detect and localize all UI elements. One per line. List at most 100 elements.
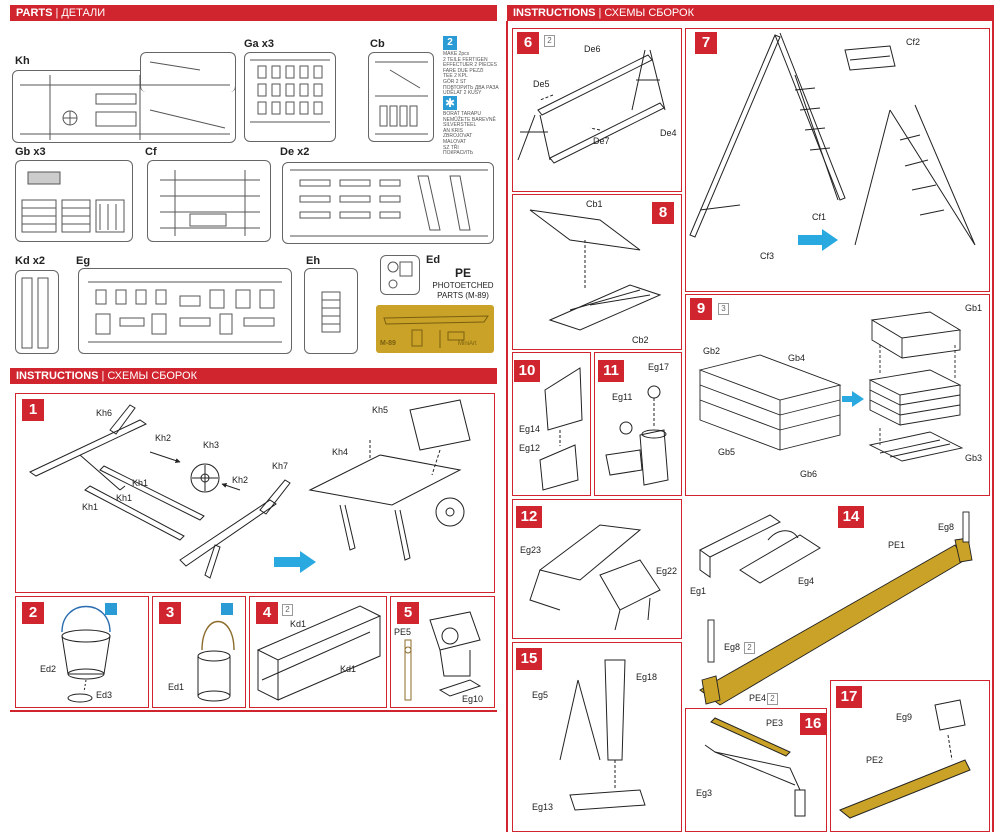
step-15-drawing — [559, 659, 646, 811]
step-9-drawing — [698, 311, 964, 462]
step-6-make-badge: 2 — [544, 35, 555, 47]
label-cf3: Cf3 — [760, 251, 775, 261]
sprue-cf-parts — [160, 170, 260, 236]
label-de6: De6 — [584, 44, 601, 54]
label-cb2: Cb2 — [632, 335, 649, 345]
step-3-number: 3 — [159, 602, 181, 624]
label-ed3: Ed3 — [96, 690, 113, 700]
label-eg14: Eg14 — [519, 424, 541, 434]
instructions-right-ru: СХЕМЫ СБОРОК — [604, 7, 694, 19]
label-gb2: Gb2 — [703, 346, 721, 356]
pe-fret-parts — [383, 315, 489, 348]
parts-header-en: PARTS — [16, 7, 53, 19]
label-kd1-b: Kd1 — [340, 664, 357, 674]
sprue-label-cb: Cb — [370, 38, 385, 50]
step-12-drawing — [529, 524, 661, 631]
step-11-drawing — [605, 385, 669, 486]
sprue-label-de: De x2 — [280, 146, 310, 158]
step-7-arrow — [798, 229, 838, 251]
instructions-left-en: INSTRUCTIONS — [16, 370, 99, 382]
label-pe5: PE5 — [394, 627, 412, 637]
step-8-drawing — [529, 209, 662, 331]
label-eg10: Eg10 — [462, 694, 484, 704]
step-5-number: 5 — [397, 602, 419, 624]
step-10-number: 10 — [514, 360, 540, 382]
parts-header-ru: ДЕТАЛИ — [61, 7, 106, 19]
sprue-kh-parts — [20, 61, 230, 140]
label-gb3: Gb3 — [965, 453, 983, 463]
label-eg1: Eg1 — [690, 586, 707, 596]
step-6-drawing — [517, 49, 666, 164]
step-2-panel — [15, 596, 149, 708]
sprue-eg-parts — [88, 281, 282, 343]
instructions-right-header: INSTRUCTIONS|СХЕМЫ СБОРОК — [507, 5, 994, 21]
step-6-number: 6 — [517, 32, 539, 54]
label-kh7: Kh7 — [272, 461, 289, 471]
label-eg8-b: Eg8 — [724, 642, 741, 652]
sprue-label-eh: Eh — [306, 255, 321, 267]
step-4-number: 4 — [256, 602, 278, 624]
right-column-border — [506, 21, 508, 832]
pe-sub1: PHOTOETCHED — [432, 281, 494, 290]
step-2-drawing — [61, 606, 111, 703]
step-14-number: 14 — [838, 506, 864, 528]
label-eg4: Eg4 — [798, 576, 815, 586]
step-17-number: 17 — [836, 686, 862, 708]
step-16-number: 16 — [800, 713, 826, 735]
sprue-label-ed: Ed — [426, 254, 441, 266]
pe-fret — [376, 305, 494, 353]
step-17-drawing — [839, 699, 971, 819]
step-1-drawing — [28, 399, 471, 579]
label-eg18: Eg18 — [636, 672, 658, 682]
sprue-gb-parts — [21, 171, 125, 233]
step-15-panel — [512, 642, 682, 832]
sprue-cb-parts — [375, 61, 428, 135]
make-two-icon: 2 — [443, 36, 457, 50]
label-gb5: Gb5 — [718, 447, 736, 457]
label-eg5: Eg5 — [532, 690, 549, 700]
label-pe3: PE3 — [766, 718, 784, 728]
step-9-number: 9 — [690, 298, 712, 320]
label-eg22: Eg22 — [656, 566, 678, 576]
step-2-number: 2 — [22, 602, 44, 624]
step-8-number: 8 — [652, 202, 674, 224]
pe-fret-code: M-89 — [380, 340, 396, 347]
label-kh1-a: Kh1 — [132, 478, 149, 488]
step-15-number: 15 — [516, 648, 542, 670]
step-10-drawing — [539, 367, 583, 491]
step-12-number: 12 — [516, 506, 542, 528]
label-cf1: Cf1 — [812, 212, 827, 222]
label-pe2: PE2 — [866, 755, 884, 765]
step-4-make-badge: 2 — [282, 604, 293, 616]
pe-fret-brand: MiniArt — [458, 341, 477, 347]
pe-sub2: PARTS (M-89) — [437, 291, 489, 300]
sprue-eh — [304, 268, 358, 354]
step-2-paint-icon — [105, 603, 117, 615]
instructions-left-ru: СХЕМЫ СБОРОК — [107, 370, 197, 382]
step-7-number: 7 — [695, 32, 717, 54]
label-kh2-a: Kh2 — [155, 433, 172, 443]
label-cb1: Cb1 — [586, 199, 603, 209]
step-11-number: 11 — [598, 360, 624, 382]
label-gb6: Gb6 — [800, 469, 818, 479]
paint-legend: BORAT TARAPU NEMŮŽETE BAREVNĚ SILVERSTEE… — [443, 111, 496, 157]
sprue-label-kd: Kd x2 — [15, 255, 45, 267]
label-gb4: Gb4 — [788, 353, 806, 363]
instructions-left-header: INSTRUCTIONS|СХЕМЫ СБОРОК — [10, 368, 497, 384]
left-bottom-rule — [10, 710, 497, 712]
sprue-label-ga: Ga x3 — [244, 38, 274, 50]
step-4-drawing — [256, 605, 382, 701]
step-9-panel — [685, 294, 990, 496]
step-13-drawing — [699, 514, 821, 584]
label-kh2-b: Kh2 — [232, 475, 249, 485]
parts-header: PARTS|ДЕТАЛИ — [10, 5, 497, 21]
right-column-border-right — [992, 21, 994, 832]
label-eg17: Eg17 — [648, 362, 670, 372]
sprue-label-eg: Eg — [76, 255, 91, 267]
sprue-label-kh: Kh — [15, 55, 30, 67]
step-7-panel — [685, 28, 990, 292]
label-kh1-c: Kh1 — [82, 502, 99, 512]
instructions-right-en: INSTRUCTIONS — [513, 7, 596, 19]
step-5-drawing — [404, 611, 482, 701]
